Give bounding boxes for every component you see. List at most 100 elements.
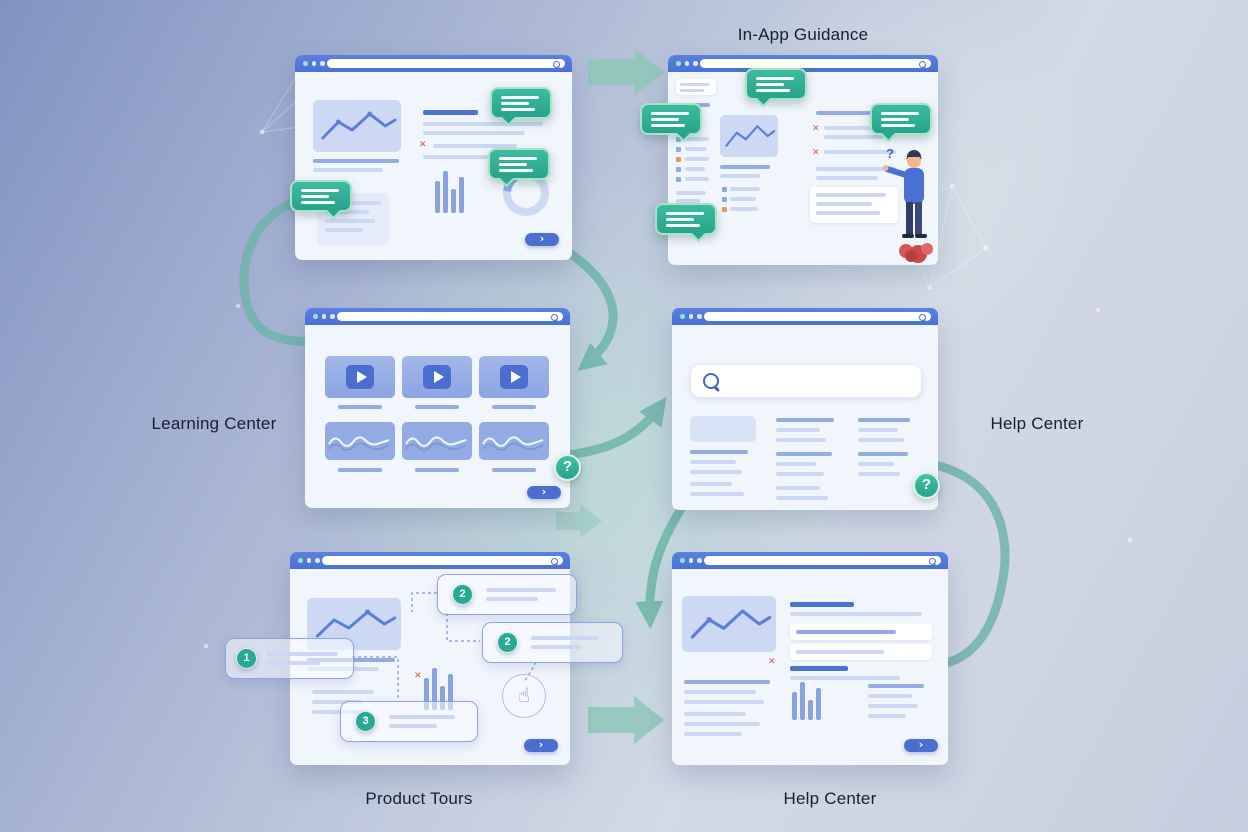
browser-chrome: [672, 552, 948, 569]
text-line: [816, 176, 878, 180]
text-line: [389, 724, 437, 728]
window-control-dots: [303, 61, 325, 66]
label-help-center-bottom: Help Center: [783, 789, 877, 808]
text-line: [415, 468, 459, 472]
link-line: [776, 486, 820, 490]
text-line: [790, 676, 900, 680]
chart-thumbnail: [402, 422, 472, 460]
text-line: [824, 126, 902, 130]
text-line: [720, 174, 760, 178]
text-line: [684, 722, 760, 726]
bar-chart-bar: [800, 682, 805, 720]
list-item: [790, 644, 932, 660]
text-line: [816, 193, 886, 197]
line-chart-thumbnail: [682, 596, 776, 652]
link-line: [776, 438, 826, 442]
step-number-badge: 3: [355, 711, 376, 732]
guidance-tooltip: [745, 68, 807, 100]
label-in-app-guidance: In-App Guidance: [737, 25, 869, 44]
text-line: [720, 165, 770, 169]
text-line: [266, 652, 338, 656]
question-badge: ?: [913, 472, 940, 499]
text-line: [423, 122, 543, 126]
text-line: [868, 704, 918, 708]
browser-chrome: [672, 308, 938, 325]
close-icon: ✕: [419, 140, 427, 150]
search-icon: [929, 558, 936, 565]
browser-chrome: [668, 55, 938, 72]
text-line: [676, 191, 706, 195]
link-line: [858, 452, 908, 456]
next-button: ›: [527, 486, 561, 499]
person-illustration: [882, 150, 933, 263]
label-product-tours: Product Tours: [365, 789, 473, 808]
text-line: [730, 187, 760, 191]
text-line: [680, 89, 704, 92]
window-help-center-articles: ✕ ›: [672, 552, 948, 765]
link-line: [776, 418, 834, 422]
url-bar: [704, 556, 941, 565]
text-line: [325, 219, 375, 223]
close-icon: ✕: [812, 124, 820, 134]
play-icon: [500, 365, 528, 389]
next-button: ›: [524, 739, 558, 752]
text-line: [868, 684, 924, 688]
link-line: [690, 460, 736, 464]
bar-chart-bar: [792, 692, 797, 720]
guidance-tooltip: [490, 87, 552, 119]
search-icon: [919, 314, 926, 321]
category-block: [690, 416, 756, 442]
window-control-dots: [680, 314, 702, 319]
text-line: [824, 150, 896, 154]
heading-line: [790, 666, 848, 671]
next-button: ›: [525, 233, 559, 246]
close-icon: ✕: [812, 148, 820, 158]
text-line: [685, 167, 705, 171]
search-icon: [551, 314, 558, 321]
text-line: [685, 147, 707, 151]
close-icon: ✕: [414, 671, 422, 681]
text-line: [531, 645, 581, 649]
text-line: [531, 636, 599, 640]
close-icon: ✕: [768, 657, 776, 667]
search-input: [690, 364, 922, 398]
text-line: [415, 405, 459, 409]
text-line: [868, 694, 912, 698]
text-line: [486, 588, 556, 592]
tour-step-callout: 1: [225, 638, 354, 679]
step-number-badge: 2: [497, 632, 518, 653]
text-line: [685, 137, 709, 141]
search-icon: [551, 558, 558, 565]
guidance-tooltip: [290, 180, 352, 212]
chart-thumbnail: [479, 422, 549, 460]
text-line: [796, 650, 884, 654]
bar-chart-bar: [443, 171, 448, 213]
text-line: [325, 228, 363, 232]
url-bar: [327, 59, 565, 68]
link-line: [858, 438, 904, 442]
bar-chart-bar: [459, 177, 464, 213]
step-number-badge: 1: [236, 648, 257, 669]
link-line: [776, 428, 820, 432]
link-line: [858, 428, 898, 432]
link-line: [858, 472, 900, 476]
url-bar: [337, 312, 563, 321]
text-line: [423, 155, 535, 159]
link-line: [690, 450, 748, 454]
window-control-dots: [313, 314, 335, 319]
window-control-dots: [680, 558, 702, 563]
browser-chrome: [290, 552, 570, 569]
text-line: [313, 159, 399, 163]
text-line: [389, 715, 455, 719]
search-icon: [553, 61, 560, 68]
link-line: [690, 470, 742, 474]
bar-chart-bar: [808, 700, 813, 720]
link-line: [776, 472, 824, 476]
link-line: [858, 418, 910, 422]
text-line: [492, 468, 536, 472]
link-line: [690, 492, 744, 496]
video-thumbnail: [402, 356, 472, 398]
bar-chart-bar: [451, 189, 456, 213]
link-line: [858, 462, 894, 466]
line-chart-thumbnail: [313, 100, 401, 152]
